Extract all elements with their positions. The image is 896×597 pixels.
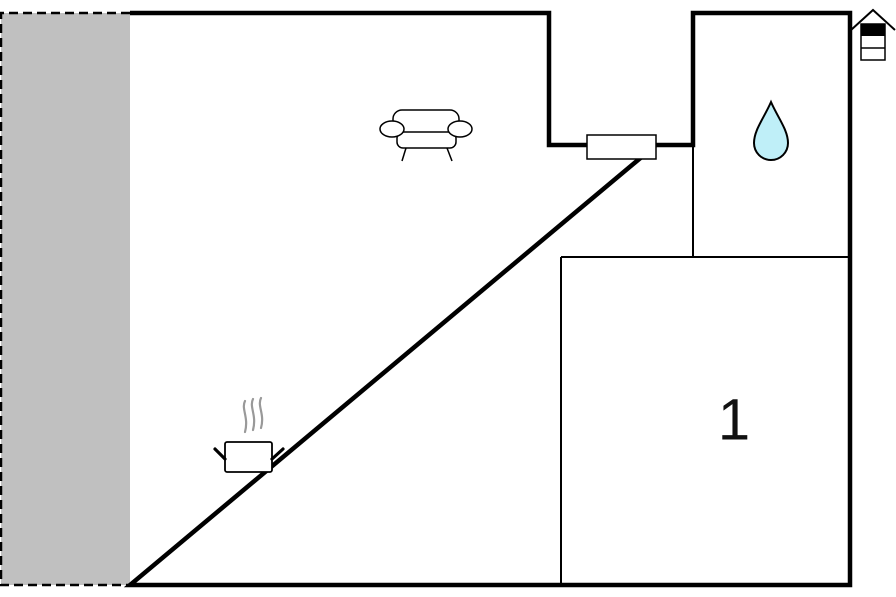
house-level-icon: [850, 8, 896, 61]
terrace-fill: [1, 13, 130, 585]
terrace-area: [0, 11, 130, 587]
room-label-bedroom-1: 1: [718, 387, 750, 452]
sofa-icon: [379, 109, 473, 162]
outer-wall: [123, 10, 853, 588]
window-icon: [586, 134, 657, 160]
cooking-pot-icon: [213, 396, 285, 473]
water-drop-icon: [752, 99, 790, 161]
interior-walls: [560, 145, 850, 585]
steam-icon: [242, 396, 264, 434]
terrace-dashed-border: [0, 11, 130, 587]
